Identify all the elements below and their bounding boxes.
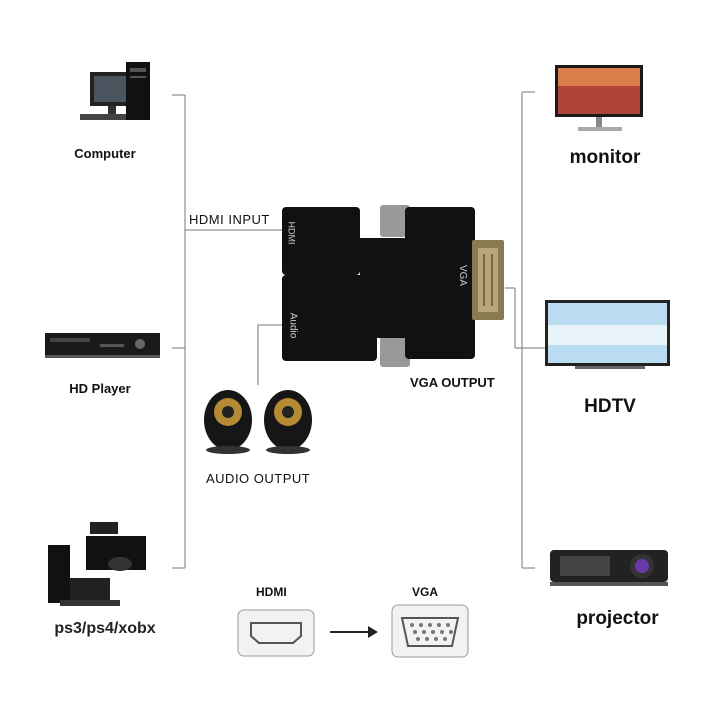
source-label-console: ps3/ps4/xobx bbox=[54, 620, 156, 637]
hdtv-icon bbox=[545, 300, 670, 369]
computer-icon bbox=[80, 62, 150, 120]
monitor-icon bbox=[555, 65, 643, 131]
speakers-icon bbox=[204, 390, 312, 454]
game-console-icon bbox=[48, 522, 146, 606]
output-connector-lines bbox=[505, 91, 545, 569]
conversion-to-label: VGA bbox=[412, 585, 439, 599]
source-label-computer: Computer bbox=[74, 146, 136, 161]
output-label-hdtv: HDTV bbox=[584, 396, 636, 417]
hdmi-port-icon bbox=[237, 609, 315, 657]
projector-icon bbox=[550, 550, 668, 586]
conversion-from-label: HDMI bbox=[256, 585, 287, 599]
source-connector-lines bbox=[172, 94, 282, 569]
adapter-hdmi-text: HDMI bbox=[286, 221, 297, 245]
vga-port-icon bbox=[391, 604, 469, 658]
audio-connector-line bbox=[257, 324, 285, 385]
vga-output-label: VGA OUTPUT bbox=[410, 375, 495, 390]
output-label-projector: projector bbox=[576, 608, 659, 629]
hdmi-input-label: HDMI INPUT bbox=[189, 212, 270, 227]
source-label-hd-player: HD Player bbox=[69, 381, 131, 396]
arrow-icon bbox=[330, 626, 378, 638]
adapter-vga-text: VGA bbox=[457, 264, 469, 287]
output-label-monitor: monitor bbox=[569, 147, 641, 168]
adapter-audio-text: Audio bbox=[287, 312, 299, 339]
dvd-player-icon bbox=[45, 333, 160, 358]
audio-output-label: AUDIO OUTPUT bbox=[206, 471, 311, 486]
adapter-icon bbox=[282, 205, 504, 367]
